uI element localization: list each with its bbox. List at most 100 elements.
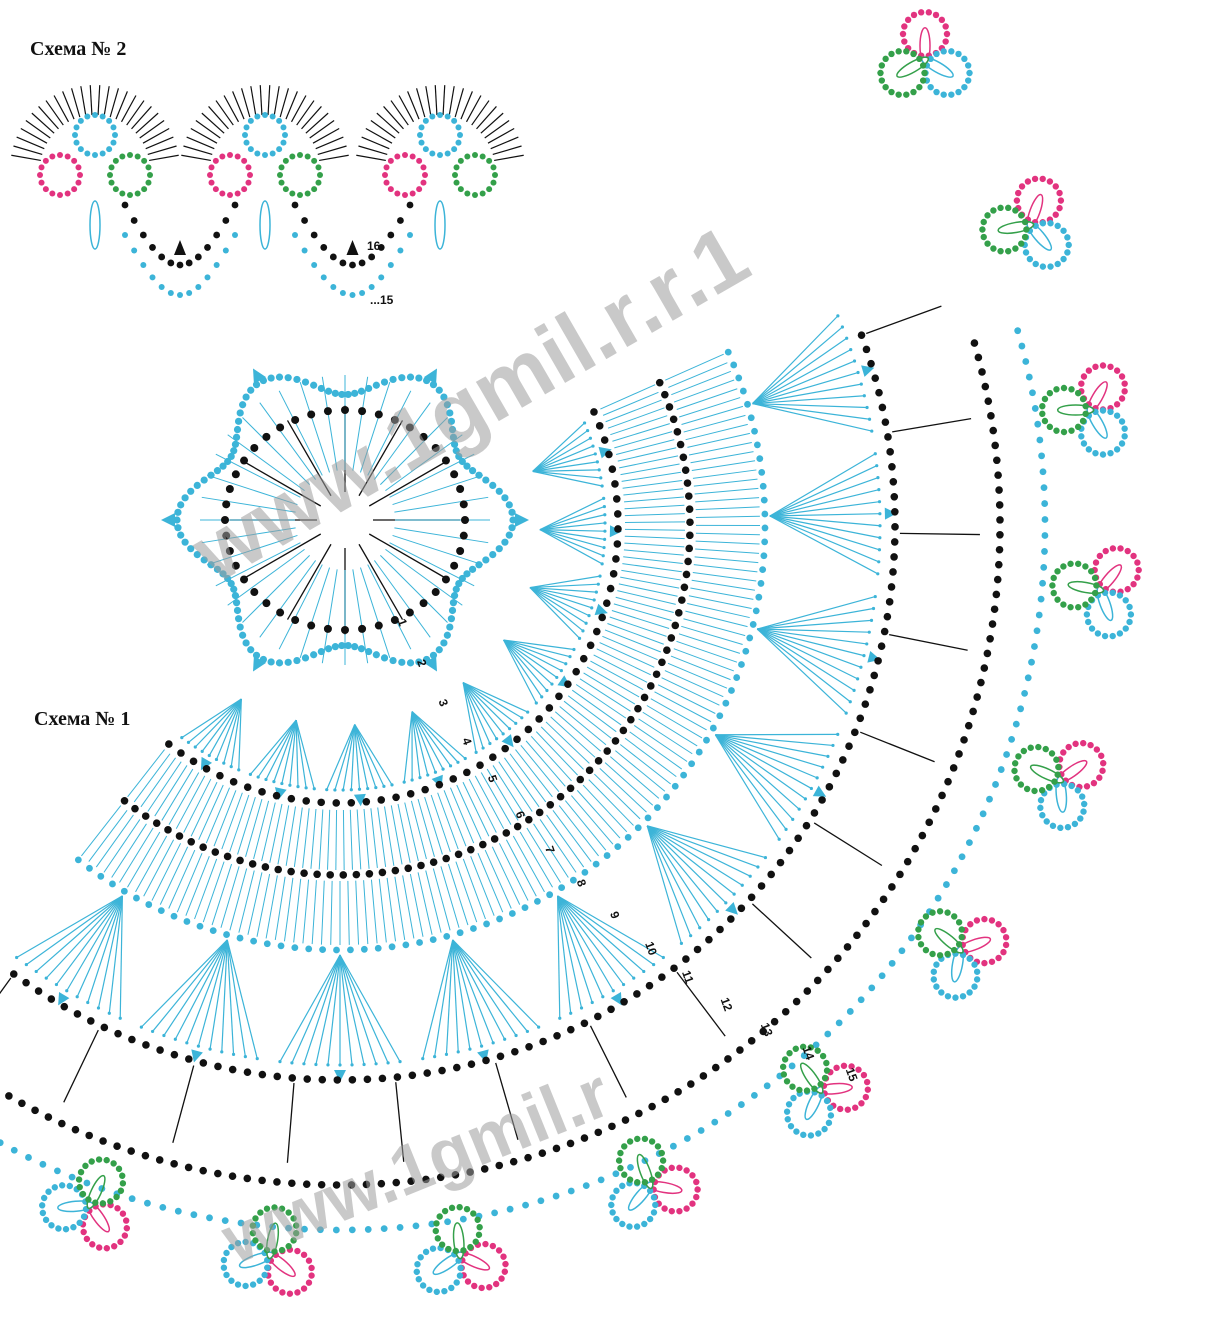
scheme2-chain-blue-dot <box>122 232 128 238</box>
round-12-fan <box>756 628 855 691</box>
center-spoke <box>245 533 322 579</box>
trefoil-dot <box>1080 800 1088 808</box>
trefoil-dot <box>1021 233 1029 241</box>
trefoil-dot <box>464 1278 472 1285</box>
scheme2-lobe-dot <box>243 139 250 146</box>
round-14-dot <box>155 1156 164 1164</box>
round-13-dot <box>886 448 894 456</box>
scheme2-fan-line <box>484 120 510 139</box>
round-12-fan-tip <box>118 1016 122 1020</box>
round-14-dot <box>781 1007 790 1016</box>
center-scallop-dot <box>293 375 301 384</box>
round-6-fan <box>539 514 605 531</box>
round-13-dot <box>408 1071 417 1080</box>
scheme2-chain-dot <box>320 244 328 251</box>
trefoil-dot <box>783 1108 791 1115</box>
trefoil-dot <box>915 933 922 941</box>
round-6-fan <box>532 470 603 487</box>
trefoil-dot <box>807 1044 814 1051</box>
trefoil-dot <box>40 1194 48 1202</box>
round-10-dot <box>757 580 765 587</box>
round-8-bar <box>245 798 263 857</box>
round-8-bar <box>623 488 684 496</box>
round-8-bar <box>617 447 677 462</box>
round-8-bar <box>147 761 182 812</box>
round-14-picot <box>899 532 980 536</box>
trefoil-dot <box>621 1171 628 1178</box>
center-scallop-dot <box>380 378 389 386</box>
round-13-dot <box>856 714 865 723</box>
trefoil-dot <box>943 30 951 38</box>
round-14-dot <box>317 1180 326 1189</box>
trefoil-dot <box>1109 589 1116 596</box>
scheme2-chain-dot <box>167 259 175 267</box>
scheme2-lobe-dot <box>64 190 71 197</box>
scheme2-fan-line <box>465 95 482 123</box>
scheme2-chain-blue-dot <box>301 247 308 254</box>
scheme2-lobe-dot <box>289 190 296 197</box>
round-13-dot <box>142 1041 150 1049</box>
round-6-fan <box>539 529 605 549</box>
center-scallop-dot <box>213 565 222 573</box>
scheme2-lobe-dot <box>234 190 241 197</box>
round-9-dot <box>287 867 295 876</box>
scheme2-chain-blue-dot <box>232 232 238 238</box>
trefoil-dot <box>910 50 917 58</box>
round-10-dot <box>521 904 529 912</box>
round-12-fan <box>646 825 718 912</box>
trefoil-dot <box>952 994 959 1001</box>
trefoil-dot <box>1116 592 1124 599</box>
round-14-dot <box>407 1177 415 1185</box>
round-8-bar <box>430 794 451 853</box>
center-scallop-dot <box>324 387 333 395</box>
round-9-dot <box>313 870 321 879</box>
round-12-fan-tip <box>867 417 872 421</box>
scheme2-lobe-dot <box>42 186 49 193</box>
trefoil-dot <box>922 913 930 920</box>
round-13-dot <box>214 1062 222 1071</box>
scheme2-lobe-dot <box>304 153 311 160</box>
scheme-2-row-16: 16 <box>367 239 381 253</box>
trefoil-dot <box>75 1176 83 1183</box>
trefoil-dot <box>863 1078 871 1086</box>
round-12-fan-tip <box>763 855 768 860</box>
scheme2-fan-line <box>415 88 426 118</box>
trefoil-dot <box>305 1257 313 1264</box>
round-10-dot <box>223 931 230 938</box>
scheme2-fan-line <box>223 95 240 123</box>
round-9-dot <box>223 852 232 861</box>
round-15-dot <box>412 1222 420 1230</box>
round-12-fan-marker <box>884 507 897 520</box>
round-14-dot <box>674 1088 682 1096</box>
scheme2-chain-blue-dot <box>378 274 385 281</box>
scheme2-lobe-dot <box>92 112 98 118</box>
center-ring-dot <box>405 608 414 617</box>
round-7-dot <box>608 465 617 473</box>
scheme2-chain-blue-dot <box>204 274 211 281</box>
center-blue-spoke <box>359 567 391 659</box>
scheme2-lobe-dot <box>106 117 113 124</box>
round-14-dot <box>853 931 861 940</box>
trefoil-dot <box>441 1287 448 1295</box>
round-8-bar <box>318 809 324 870</box>
trefoil-dot <box>51 1184 59 1191</box>
round-9-dot <box>685 492 693 500</box>
round-14-picot <box>860 731 935 763</box>
round-14-dot <box>996 516 1004 524</box>
round-12-fan-tip <box>815 776 819 780</box>
center-ring-dot <box>358 624 367 633</box>
round-6-fan <box>354 724 385 787</box>
trefoil-dot <box>933 983 940 990</box>
round-7-dot <box>545 704 554 712</box>
round-12-fan-tip <box>514 1033 518 1038</box>
trefoil-dot <box>984 212 991 219</box>
trefoil-dot <box>973 917 981 924</box>
round-10-dot <box>416 939 423 946</box>
round-15-dot <box>1038 452 1045 460</box>
round-10-dot <box>753 441 761 449</box>
center-scallop-dot <box>219 462 227 470</box>
round-13-dot <box>348 1076 357 1084</box>
round-10-bar <box>681 405 744 425</box>
round-9-dot <box>187 838 196 846</box>
trefoil-dot <box>779 1063 787 1070</box>
